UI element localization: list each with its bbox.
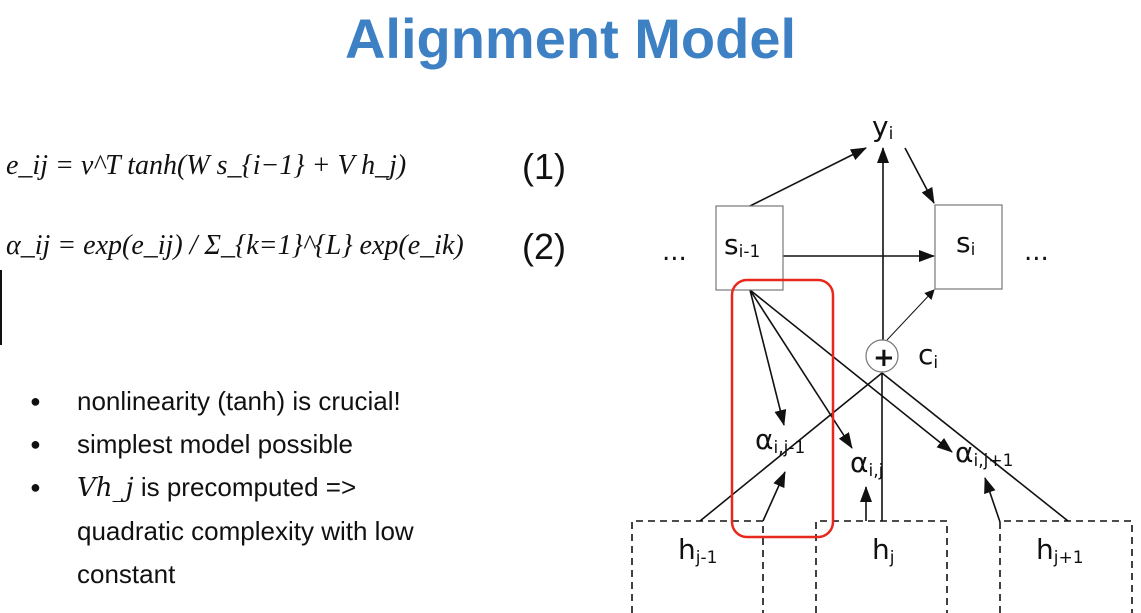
label-c: ci xyxy=(918,338,938,373)
equation-2: α_ij = exp(e_ij) / Σ_{k=1}^{L} exp(e_ik) xyxy=(6,230,464,261)
label-s: si xyxy=(956,226,975,260)
state-box-prev xyxy=(715,205,784,291)
label-plus: + xyxy=(873,343,895,373)
line-h-prev-to-c xyxy=(699,372,883,522)
slide-title: Alignment Model xyxy=(344,7,797,70)
arrow-s-to-alpha xyxy=(749,289,853,449)
arrow-y-to-s xyxy=(904,147,935,204)
arrow-h-next-to-alpha xyxy=(984,477,1001,523)
ellipsis-left: ... xyxy=(662,237,687,267)
arrow-c-to-s xyxy=(886,289,935,341)
left-edge-bar xyxy=(0,270,2,345)
label-h-next: hj+1 xyxy=(1036,533,1084,568)
equation-2-number: (2) xyxy=(522,226,566,267)
label-alpha-next: αi,j+1 xyxy=(955,436,1013,471)
arrow-s-to-alpha-next xyxy=(749,289,953,453)
label-h: hj xyxy=(872,533,894,568)
arrow-s-to-y xyxy=(749,147,867,207)
h-prev-box xyxy=(631,520,764,613)
arrow-s-to-alpha-prev xyxy=(749,289,787,426)
label-s-prev: si-1 xyxy=(724,228,760,262)
math-vhj: Vh_j xyxy=(77,473,134,503)
line-h-next-to-c xyxy=(881,372,1069,522)
equation-1-number: (1) xyxy=(522,146,566,187)
bullet-item: nonlinearity (tanh) is crucial! xyxy=(30,380,414,423)
label-h-prev: hj-1 xyxy=(678,533,717,568)
sum-node xyxy=(865,339,899,373)
bullet-item: simplest model possible xyxy=(30,423,414,466)
label-alpha-prev: αi,j-1 xyxy=(755,423,805,458)
h-next-box xyxy=(999,520,1133,613)
label-y: yi xyxy=(872,110,893,144)
equation-1: e_ij = v^T tanh(W s_{i−1} + V h_j) xyxy=(6,150,407,181)
arrow-h-prev-to-alpha xyxy=(762,471,786,522)
label-alpha: αi,j xyxy=(850,446,883,481)
bullet-continuation: constant xyxy=(77,559,176,589)
state-box-current xyxy=(934,204,1003,290)
bullet-continuation: quadratic complexity with low xyxy=(77,516,414,546)
bullet-list: nonlinearity (tanh) is crucial! simplest… xyxy=(30,380,414,596)
highlight-box xyxy=(730,278,835,539)
ellipsis-right: ... xyxy=(1024,237,1049,267)
encoder-boxes xyxy=(631,520,1133,613)
bullet-item: Vh_j is precomputed => xyxy=(30,466,414,510)
h-box xyxy=(815,520,948,613)
